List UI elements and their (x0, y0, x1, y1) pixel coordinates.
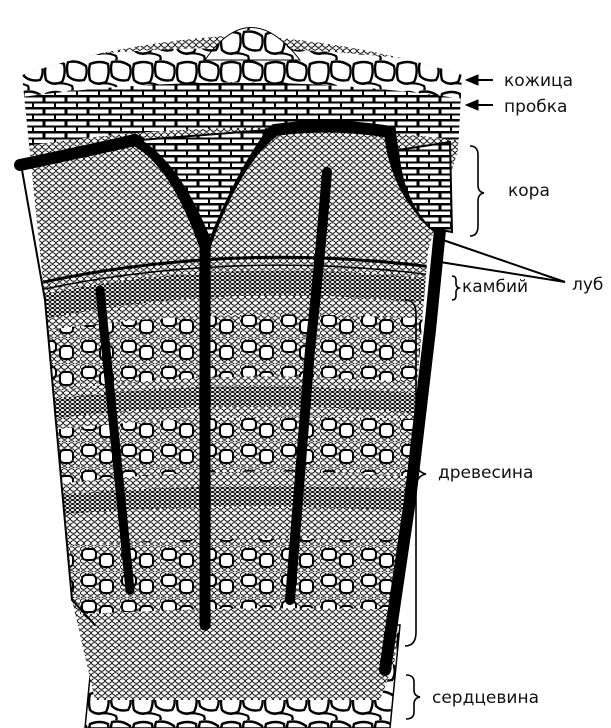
label-wood: древесина (438, 463, 533, 483)
label-cork: пробка (504, 97, 567, 117)
label-pith: сердцевина (432, 688, 539, 708)
label-bark: кора (508, 181, 550, 201)
label-skin: кожица (504, 71, 573, 91)
label-bast: луб (572, 275, 603, 295)
bast-leader-lines (440, 240, 565, 282)
apex-cells (205, 28, 300, 61)
pointer-arrows (466, 75, 493, 110)
label-cambium: камбий (462, 277, 528, 297)
